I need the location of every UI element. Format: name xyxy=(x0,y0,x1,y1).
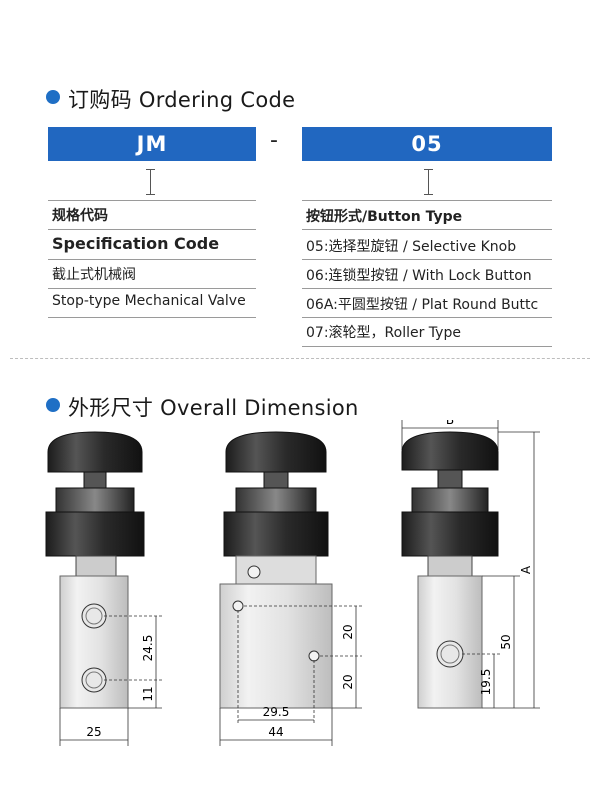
code-box-spec: JM xyxy=(48,127,256,161)
mount-hole-upper xyxy=(232,600,244,612)
knurled-ring xyxy=(235,487,317,513)
valve-body xyxy=(219,583,333,709)
dim-20-upper: 20 xyxy=(341,624,355,639)
spec-code-header-cn: 规格代码 xyxy=(52,208,108,224)
code-box-button: 05 xyxy=(302,127,552,161)
knob-collar xyxy=(263,471,289,489)
mount-hole-lower xyxy=(308,650,320,662)
right-table-rule-2 xyxy=(302,259,552,260)
left-table-rule-3 xyxy=(48,288,256,289)
overall-dimension-title: 外形尺寸 Overall Dimension xyxy=(68,396,359,420)
left-table-top-rule xyxy=(48,200,256,201)
knob-collar xyxy=(437,469,463,489)
lock-nut xyxy=(401,511,499,557)
dim-11: 11 xyxy=(141,686,155,701)
dim-50: 50 xyxy=(499,634,513,649)
dim-B: B xyxy=(446,420,454,427)
clip xyxy=(427,555,473,577)
front-view: 24.5 11 25 xyxy=(45,431,162,746)
dim-29-5: 29.5 xyxy=(263,705,290,719)
button-type-header: 按钮形式/Button Type xyxy=(306,209,463,225)
bullet-icon xyxy=(46,398,60,412)
right-table-bottom-rule xyxy=(302,346,552,347)
left-table-rule-1 xyxy=(48,229,256,230)
right-table-top-rule xyxy=(302,200,552,201)
dim-19-5: 19.5 xyxy=(479,669,493,696)
lock-nut xyxy=(223,511,329,557)
knurled-ring xyxy=(411,487,489,513)
bullet-icon xyxy=(46,90,60,104)
knurled-ring xyxy=(55,487,135,513)
dim-25: 25 xyxy=(86,725,101,739)
button-type-row-07: 07:滚轮型，Roller Type xyxy=(306,325,461,341)
dim-A: A xyxy=(519,565,533,574)
left-table-bottom-rule xyxy=(48,317,256,318)
dim-20-lower: 20 xyxy=(341,674,355,689)
knob-cap xyxy=(47,431,143,473)
right-table-rule-3 xyxy=(302,288,552,289)
clip xyxy=(75,555,117,577)
spec-row-en: Stop-type Mechanical Valve xyxy=(52,293,246,309)
knob-cap xyxy=(401,431,499,471)
connector-left-icon xyxy=(146,169,155,195)
dim-24-5: 24.5 xyxy=(141,635,155,662)
spec-row-cn: 截止式机械阀 xyxy=(52,267,136,283)
knob-collar xyxy=(83,471,107,489)
end-view: B 19.5 50 A xyxy=(401,420,540,709)
connector-right-icon xyxy=(424,169,433,195)
section-divider xyxy=(10,358,590,359)
side-view: 20 20 29.5 44 xyxy=(219,431,362,746)
dim-44: 44 xyxy=(268,725,283,739)
code-separator: - xyxy=(270,128,278,153)
lock-nut xyxy=(45,511,145,557)
right-table-rule-1 xyxy=(302,229,552,230)
ordering-code-title: 订购码 Ordering Code xyxy=(68,88,296,112)
button-type-row-06a: 06A:平圆型按钮 / Plat Round Buttc xyxy=(306,297,539,313)
left-table-rule-2 xyxy=(48,259,256,260)
button-type-row-05: 05:选择型旋钮 / Selective Knob xyxy=(306,239,517,255)
upper-block xyxy=(235,555,317,585)
spec-code-header-en: Specification Code xyxy=(52,234,220,253)
button-type-row-06: 06:连锁型按钮 / With Lock Button xyxy=(306,268,532,284)
right-table-rule-4 xyxy=(302,317,552,318)
knob-cap xyxy=(225,431,327,473)
dimension-drawing: 24.5 11 25 20 20 29.5 44 B xyxy=(45,420,540,746)
